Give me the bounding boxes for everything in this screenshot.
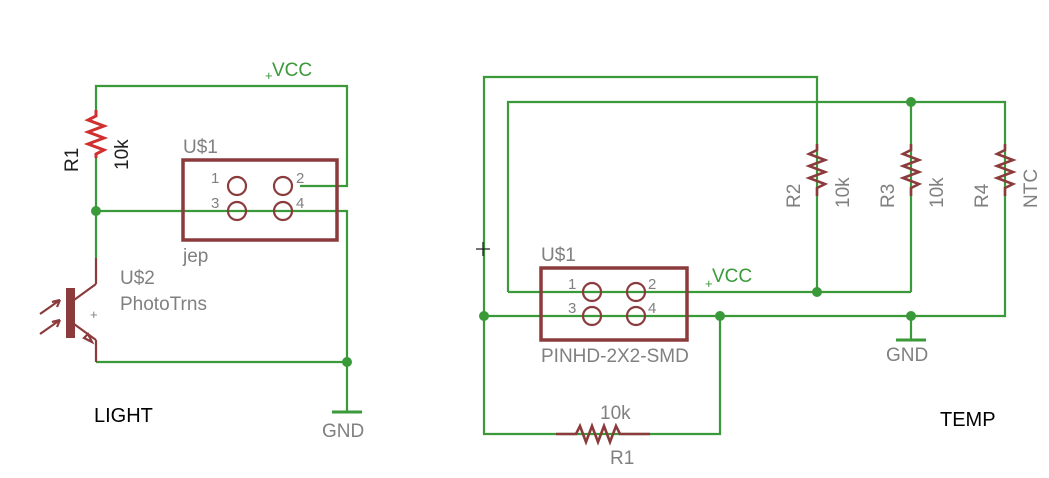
pin-1 <box>581 281 603 303</box>
gnd-label: GND <box>886 345 928 366</box>
vcc-plus-marker: + <box>265 68 273 83</box>
pin-3-label: 3 <box>568 300 576 317</box>
resistor-r4 <box>993 144 1017 196</box>
phototransistor-u2: + <box>39 258 98 362</box>
r3-value: 10k <box>927 177 948 208</box>
r1-value: 10k <box>600 403 631 424</box>
resistor-r2 <box>805 144 829 196</box>
r2-value: 10k <box>833 177 854 208</box>
pin-4-label: 4 <box>296 195 304 212</box>
pin-4-label: 4 <box>648 300 656 317</box>
junction-node <box>91 206 101 216</box>
light-circuit: GND + VCC R1 10k U$1 1 2 3 4 jep <box>39 60 364 442</box>
u1-value: PINHD-2X2-SMD <box>541 346 689 367</box>
pin-3 <box>581 305 603 327</box>
resistor-r3 <box>899 144 923 196</box>
junction-left <box>479 311 489 321</box>
r4-name: R4 <box>972 183 993 208</box>
resistor-r1 <box>556 422 650 446</box>
u1-name: U$1 <box>541 245 576 266</box>
vcc-label: VCC <box>712 266 752 287</box>
light-section-label: LIGHT <box>94 405 153 427</box>
junction-r2-bottom <box>812 287 822 297</box>
pin-2-label: 2 <box>648 276 656 293</box>
u2-value: PhotoTrns <box>120 294 207 315</box>
wire-outer-loop <box>482 75 819 316</box>
pin-2-label: 2 <box>296 170 304 187</box>
wire-vcc-top <box>94 84 349 188</box>
connector-u1-body <box>181 158 339 242</box>
vcc-label: VCC <box>272 60 312 81</box>
r1-name: R1 <box>62 148 83 172</box>
r1-value: 10k <box>112 139 133 170</box>
junction-vcc <box>715 311 725 321</box>
temp-section-label: TEMP <box>940 409 996 431</box>
r2-name: R2 <box>784 184 805 208</box>
u1-name: U$1 <box>183 137 218 158</box>
temp-circuit: GND + VCC R2 10k R3 10k R4 NTC 10k R1 U$… <box>476 75 1042 469</box>
u1-value: jep <box>182 246 208 267</box>
vcc-plus-marker: + <box>705 276 713 291</box>
pin-2 <box>272 175 294 197</box>
resistor-r1 <box>83 110 109 158</box>
junction-gnd <box>342 357 352 367</box>
r3-name: R3 <box>878 184 899 208</box>
origin-cross <box>476 242 490 256</box>
junction-top-r3 <box>906 97 916 107</box>
pin-2 <box>625 281 647 303</box>
pin-3 <box>226 200 248 222</box>
junction-gnd <box>906 311 916 321</box>
wire-node-to-pin4 <box>96 209 349 364</box>
pin-3-label: 3 <box>211 195 219 212</box>
pin-1 <box>226 175 248 197</box>
pin-1-label: 1 <box>568 276 576 293</box>
pin-4 <box>625 305 647 327</box>
r4-value: NTC <box>1021 169 1042 208</box>
r1-name: R1 <box>610 448 634 469</box>
gnd-label: GND <box>322 421 364 442</box>
pin-1-label: 1 <box>211 170 219 187</box>
connector-u1-body <box>539 266 689 342</box>
u2-name: U$2 <box>120 268 155 289</box>
pin-4 <box>272 200 294 222</box>
svg-text:+: + <box>90 307 98 322</box>
wire-inner-loop <box>506 100 1007 318</box>
